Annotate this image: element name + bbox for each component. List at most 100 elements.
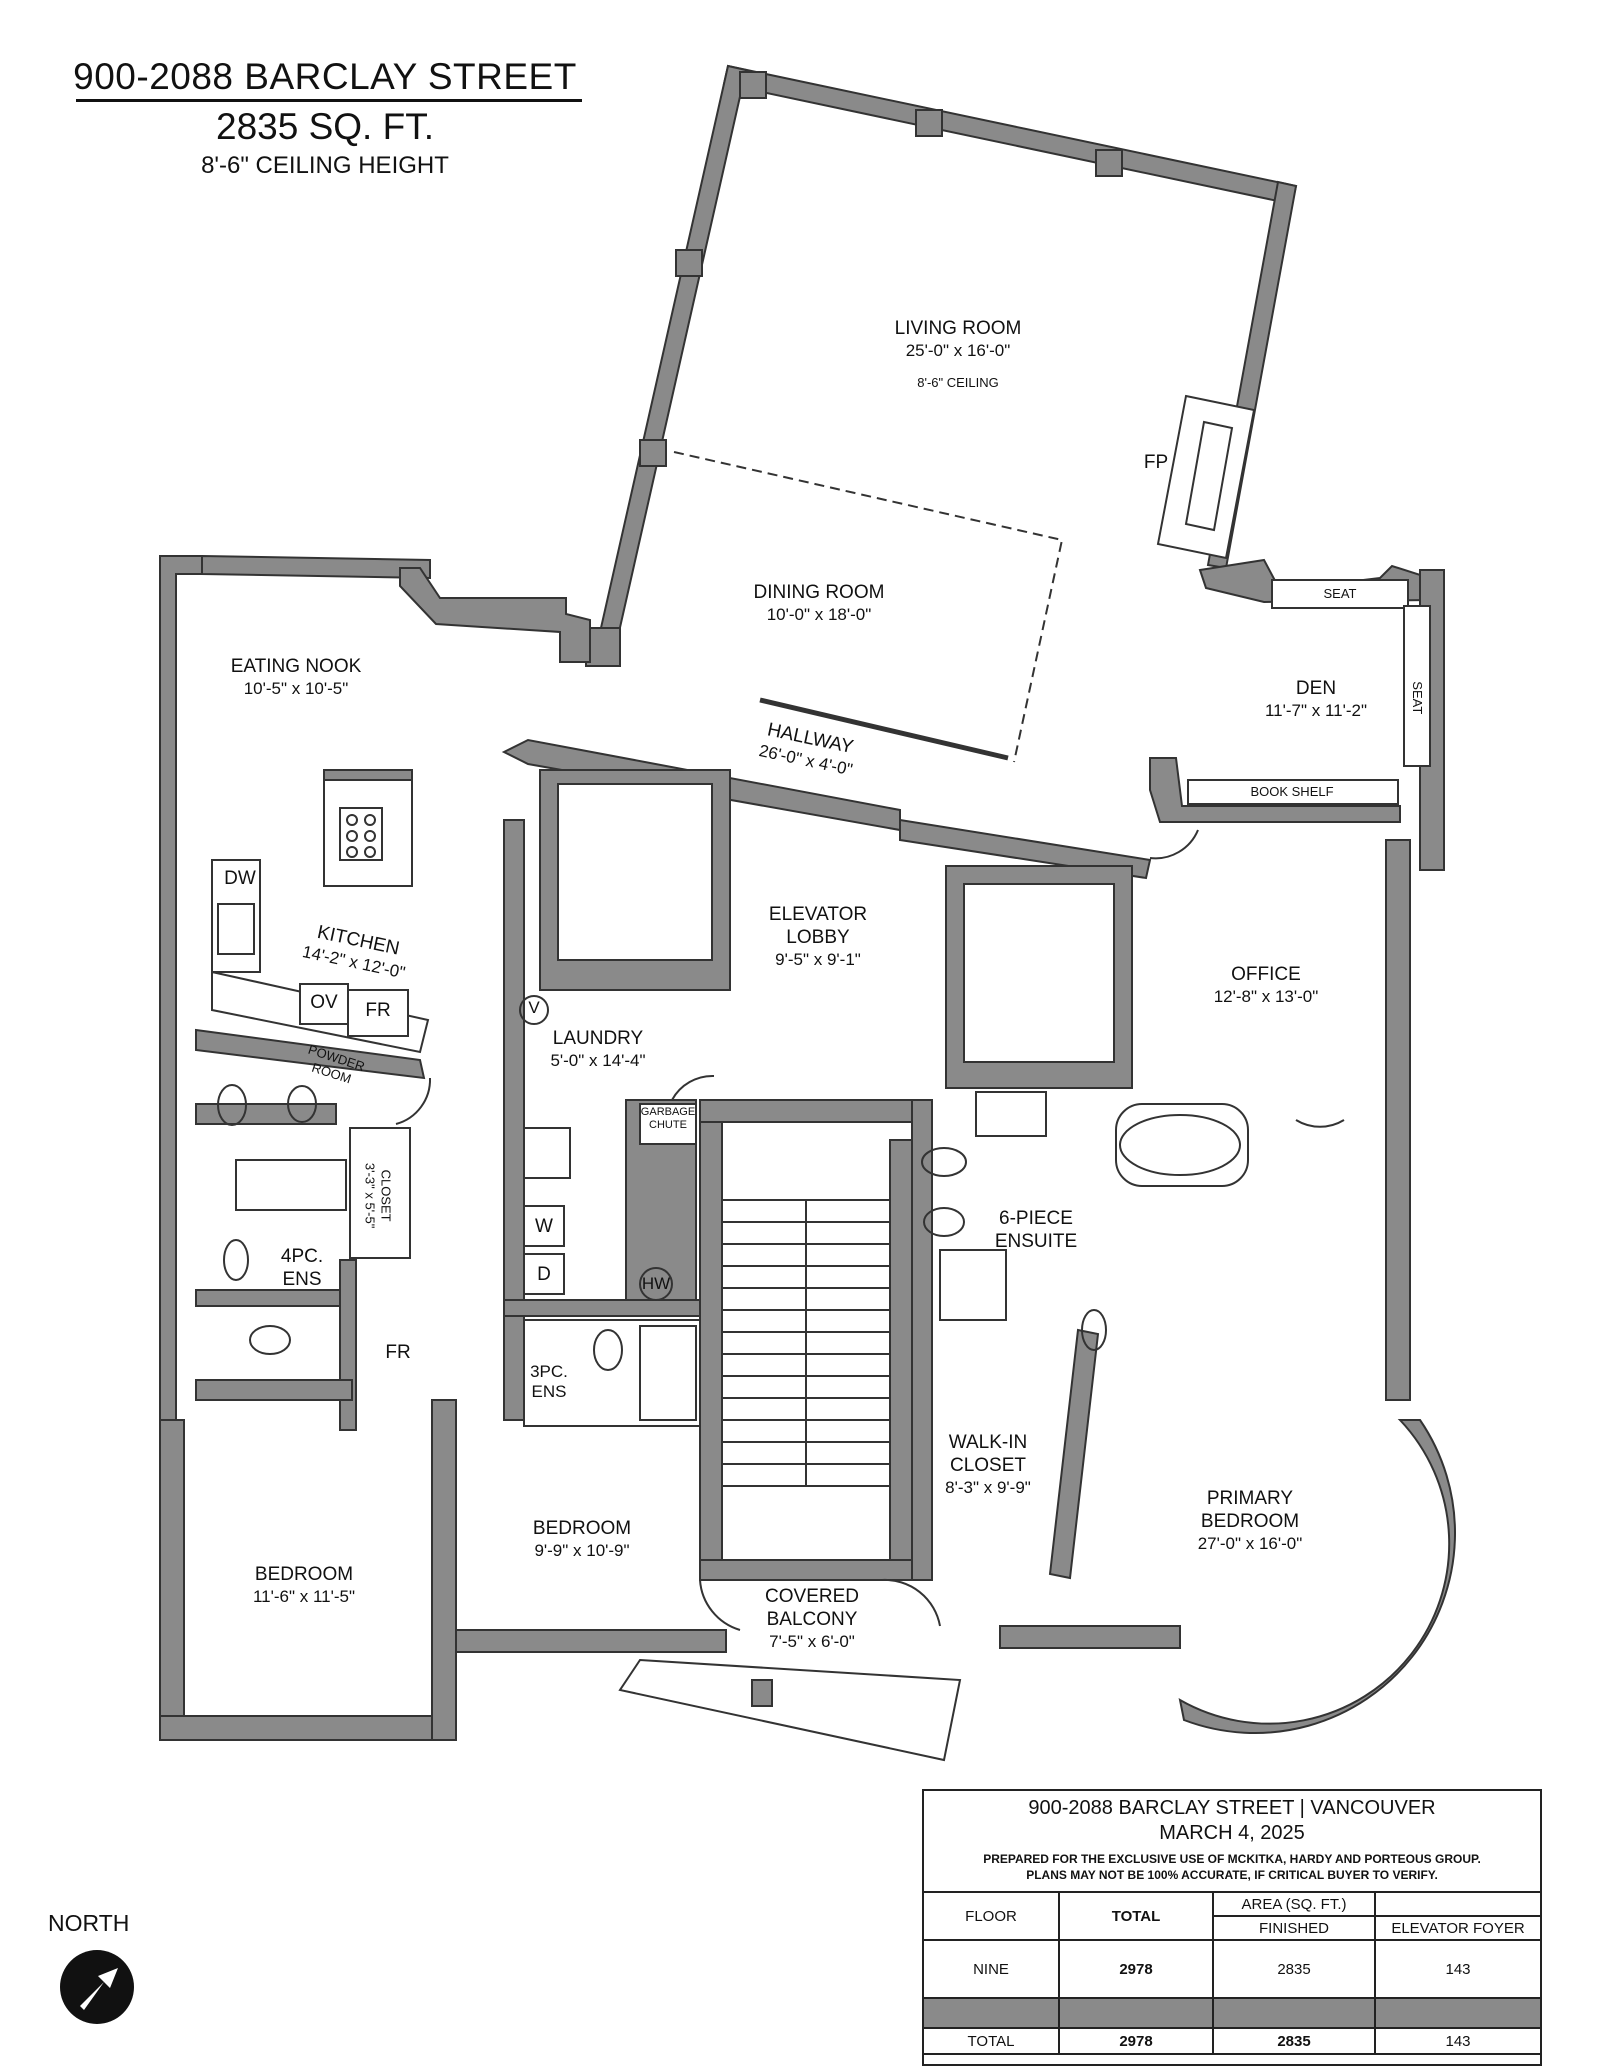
row-total: 2978 bbox=[1058, 1939, 1214, 1999]
living-room-north-wall bbox=[722, 64, 1298, 206]
total-finished: 2835 bbox=[1212, 2027, 1376, 2055]
powder-toilet bbox=[287, 1085, 317, 1123]
label-bedroom-left: BEDROOM 11'-6" x 11'-5" bbox=[252, 1564, 356, 1606]
ensuite-tub-area bbox=[1115, 1103, 1249, 1187]
window-pier bbox=[739, 71, 767, 99]
washer bbox=[523, 1205, 565, 1247]
title-underline bbox=[76, 99, 582, 102]
total-elevator-foyer: 143 bbox=[1374, 2027, 1542, 2055]
laundry-v-circle bbox=[519, 995, 549, 1025]
label-dining-room: DINING ROOM 10'-0" x 18'-0" bbox=[753, 582, 885, 624]
label-laundry-v: V bbox=[528, 998, 540, 1017]
header-floor: FLOOR bbox=[922, 1891, 1060, 1941]
hw-tank bbox=[639, 1267, 673, 1301]
laundry-south-wall bbox=[503, 1299, 701, 1317]
label-den-seat: SEAT bbox=[1323, 586, 1357, 601]
partition-wall bbox=[339, 1259, 357, 1431]
plan-address: 900-2088 BARCLAY STREET bbox=[73, 56, 577, 97]
info-date: MARCH 4, 2025 bbox=[1159, 1822, 1305, 1844]
lobby-east-wall bbox=[899, 818, 1152, 880]
kitchen-wall bbox=[195, 1028, 426, 1080]
dining-boundary bbox=[673, 451, 1064, 763]
label-primary-bedroom: PRIMARY BEDROOM 27'-0" x 16'-0" bbox=[1197, 1488, 1303, 1553]
label-hot-water: HW bbox=[641, 1274, 671, 1293]
north-arrow-icon bbox=[60, 1950, 134, 2024]
ensuite-bidet bbox=[923, 1207, 965, 1237]
header-finished: FINISHED bbox=[1212, 1915, 1376, 1941]
info-disclaimer: PLANS MAY NOT BE 100% ACCURATE, IF CRITI… bbox=[1026, 1868, 1438, 1882]
kitchen-sink bbox=[217, 903, 255, 955]
door-swing bbox=[1149, 829, 1199, 860]
bedroom-mid-south-wall bbox=[455, 1629, 727, 1653]
label-den: DEN 11'-7" x 11'-2" bbox=[1264, 678, 1368, 720]
walkin-east-wall bbox=[1048, 1328, 1100, 1580]
west-exterior-wall bbox=[159, 555, 203, 1443]
hallway-divider bbox=[759, 697, 1009, 761]
dryer bbox=[523, 1253, 565, 1295]
label-6-piece-ensuite: 6-PIECE ENSUITE bbox=[994, 1208, 1078, 1252]
info-box-header: 900-2088 BARCLAY STREET | VANCOUVER MARC… bbox=[922, 1789, 1542, 1891]
bathtub bbox=[235, 1159, 347, 1211]
info-prepared-for: PREPARED FOR THE EXCLUSIVE USE OF MCKITK… bbox=[983, 1852, 1481, 1866]
ensuite-shower bbox=[939, 1249, 1007, 1321]
info-address: 900-2088 BARCLAY STREET | VANCOUVER bbox=[1028, 1797, 1436, 1819]
row-elevator-foyer: 143 bbox=[1374, 1939, 1542, 1999]
bedroom-south-wall bbox=[159, 1715, 457, 1741]
plan-area: 2835 SQ. FT. bbox=[216, 106, 434, 147]
fridge bbox=[347, 989, 409, 1037]
elevator-shaft-left-inner bbox=[557, 783, 713, 961]
label-elevator-lobby: ELEVATOR LOBBY 9'-5" x 9'-1" bbox=[768, 904, 868, 969]
ensuite-vanity bbox=[975, 1091, 1047, 1137]
stairwell-north-wall bbox=[699, 1099, 913, 1123]
total-label: TOTAL bbox=[922, 2027, 1060, 2055]
walkin-west-wall bbox=[911, 1099, 933, 1581]
door-swing bbox=[671, 1074, 715, 1101]
label-oven: OV bbox=[310, 992, 338, 1013]
label-walk-in-closet: WALK-IN CLOSET 8'-3" x 9'-9" bbox=[945, 1432, 1031, 1497]
nook-north-wall bbox=[201, 554, 431, 580]
ensuite-toilet bbox=[921, 1147, 967, 1177]
primary-bay-wall bbox=[1178, 1419, 1456, 1734]
label-living-room: LIVING ROOM 25'-0" x 16'-0" 8'-6" CEILIN… bbox=[894, 318, 1022, 391]
fireplace-insert bbox=[1184, 420, 1234, 532]
label-dishwasher: DW bbox=[224, 868, 256, 889]
ensuite-tub bbox=[1119, 1114, 1241, 1176]
stairwell-south-wall bbox=[699, 1559, 913, 1581]
nook-northeast-wall bbox=[399, 567, 591, 663]
spacer-cell bbox=[922, 1997, 1060, 2029]
row-finished: 2835 bbox=[1212, 1939, 1376, 1999]
ens3-shower bbox=[639, 1325, 697, 1421]
area-table: FLOOR TOTAL AREA (SQ. FT.) FINISHED ELEV… bbox=[922, 1891, 1542, 2055]
label-fridge-2: FR bbox=[385, 1342, 411, 1363]
laundry-counter bbox=[523, 1127, 571, 1179]
stair-treads bbox=[722, 1199, 890, 1487]
den-south-wall bbox=[1149, 757, 1401, 823]
window-pier bbox=[1095, 149, 1123, 177]
bedroom-west-wall bbox=[159, 1419, 185, 1741]
label-eating-nook: EATING NOOK 10'-5" x 10'-5" bbox=[230, 656, 362, 698]
label-washer: W bbox=[535, 1216, 553, 1237]
cooktop bbox=[339, 807, 383, 861]
label-bookshelf: BOOK SHELF bbox=[1250, 784, 1334, 799]
spacer-cell bbox=[1058, 1997, 1214, 2029]
oven bbox=[299, 983, 349, 1025]
spacer-cell bbox=[1212, 1997, 1376, 2029]
label-covered-balcony: COVERED BALCONY 7'-5" x 6'-0" bbox=[765, 1586, 859, 1651]
header-total: TOTAL bbox=[1058, 1891, 1214, 1941]
door-swing bbox=[395, 1077, 432, 1125]
label-bedroom-mid: BEDROOM 9'-9" x 10'-9" bbox=[532, 1518, 632, 1560]
ens3-toilet bbox=[593, 1329, 623, 1371]
window-pier bbox=[585, 627, 621, 667]
kitchen-island-bar bbox=[323, 769, 413, 781]
label-closet: CLOSET 3'-3" x 5'-5" bbox=[363, 1162, 394, 1229]
label-dryer: D bbox=[537, 1264, 551, 1285]
stairwell-east-wall bbox=[889, 1139, 913, 1581]
den-seat bbox=[1271, 579, 1409, 609]
label-den-side-seat: SEAT bbox=[1409, 681, 1425, 715]
balcony-outline bbox=[618, 1658, 962, 1762]
door-swing bbox=[1295, 1119, 1345, 1128]
door-swing bbox=[881, 1578, 941, 1627]
label-garbage-chute: GARBAGE CHUTE bbox=[640, 1106, 696, 1132]
powder-wall bbox=[195, 1103, 337, 1125]
